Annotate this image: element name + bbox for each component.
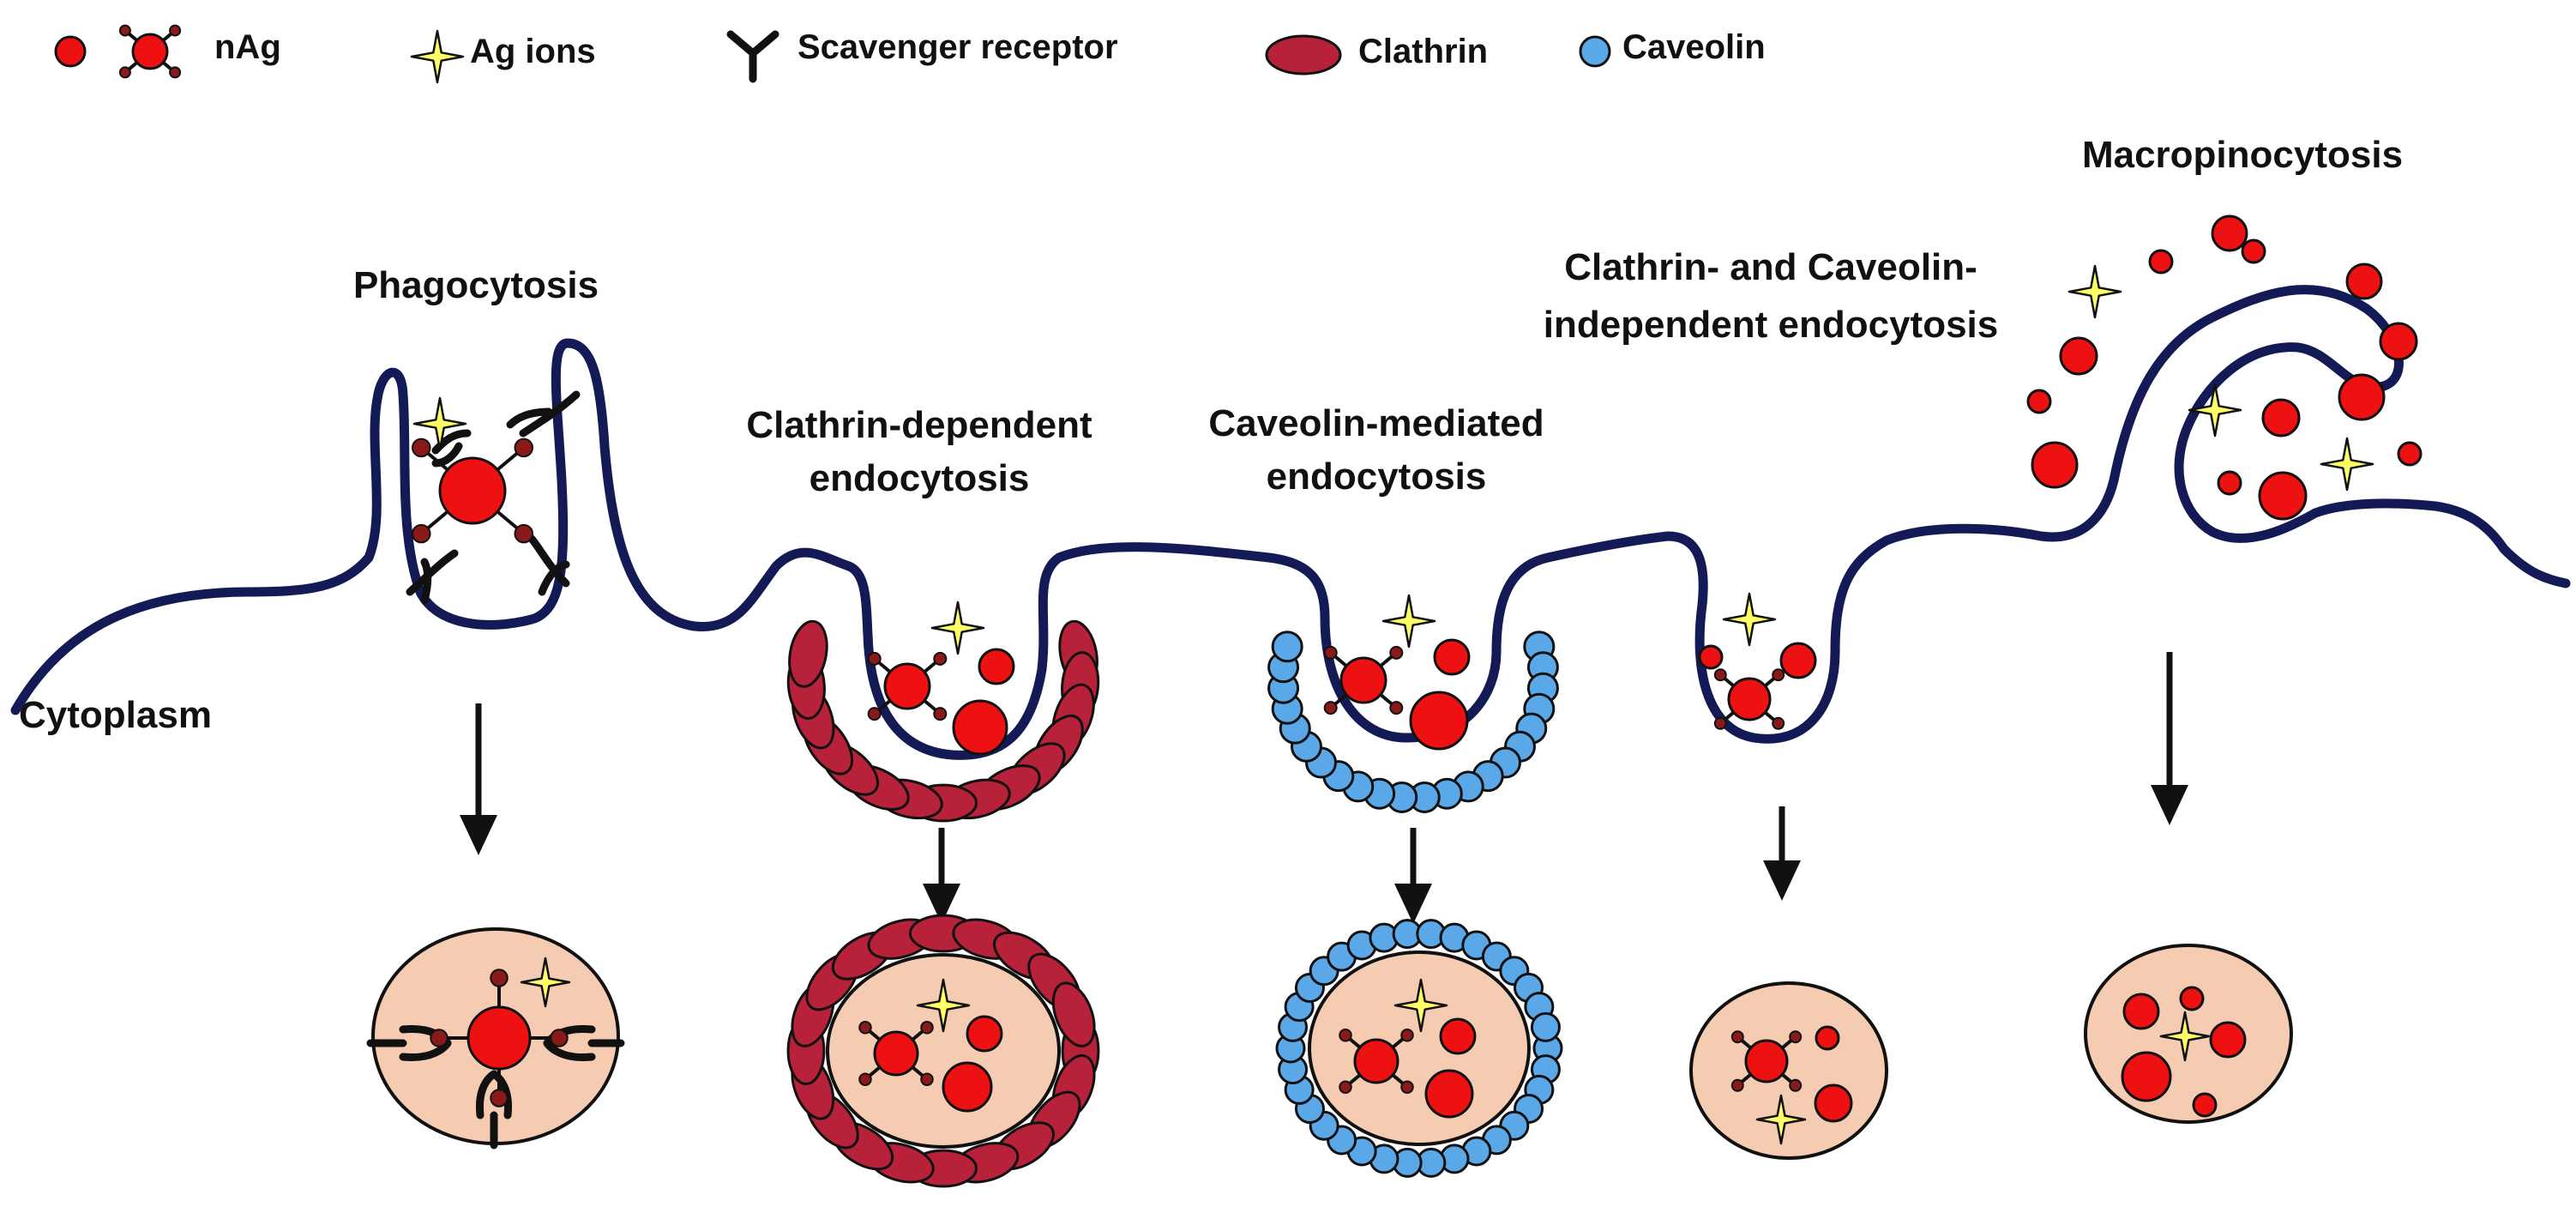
functionalized-nag-icon bbox=[1339, 1029, 1414, 1094]
macropinocytosis-uptake bbox=[2026, 214, 2423, 521]
down-arrow-icon bbox=[460, 703, 497, 855]
clathrin-coat bbox=[786, 619, 1100, 823]
phagocytosis-uptake bbox=[406, 390, 581, 605]
macropinosome-vesicle bbox=[2084, 944, 2293, 1124]
nag-icon bbox=[2031, 441, 2079, 489]
caveolin-coat bbox=[1275, 919, 1563, 1178]
clathrin-pit bbox=[786, 600, 1100, 823]
nag-icon bbox=[2209, 1021, 2247, 1059]
functionalized-nag-icon bbox=[867, 651, 948, 721]
legend-caveolin-icon bbox=[1579, 35, 1611, 68]
nag-icon bbox=[1439, 1017, 1477, 1055]
ag-ion-icon bbox=[520, 957, 571, 1008]
independent-pit bbox=[1698, 592, 1817, 730]
caveolin-mediated-label-line2: endocytosis bbox=[1267, 456, 1487, 498]
clathrin-coated-vesicle bbox=[786, 914, 1100, 1188]
pathway-labels: Cytoplasm Phagocytosis Clathrin-dependen… bbox=[19, 134, 2403, 736]
ag-ion-icon bbox=[1381, 594, 1436, 649]
nag-icon bbox=[952, 699, 1008, 756]
down-arrow-icon bbox=[923, 828, 960, 924]
receptor-lower-right bbox=[527, 534, 570, 596]
nag-icon bbox=[2122, 993, 2160, 1030]
cell-membrane bbox=[10, 285, 2571, 760]
nag-icon bbox=[1815, 1025, 1840, 1051]
nag-icon bbox=[2261, 398, 2301, 438]
macropinocytosis-label: Macropinocytosis bbox=[2082, 134, 2403, 176]
ag-ion-icon bbox=[916, 978, 971, 1033]
receptor-upper-right bbox=[506, 390, 581, 438]
functionalized-nag-icon bbox=[858, 1021, 934, 1086]
legend-functionalized-nag-icon bbox=[118, 24, 182, 79]
nag-icon bbox=[2258, 471, 2308, 521]
independent-label-line2: independent endocytosis bbox=[1544, 304, 1999, 346]
nag-icon bbox=[2338, 373, 2386, 421]
functionalized-nag-icon bbox=[1730, 1030, 1803, 1092]
nag-icon bbox=[942, 1061, 993, 1113]
down-arrow-icon bbox=[2151, 652, 2188, 825]
nag-icon bbox=[1424, 1069, 1474, 1119]
ag-ion-icon bbox=[1393, 978, 1448, 1033]
nag-icon bbox=[1698, 644, 1724, 670]
independent-label-line1: Clathrin- and Caveolin- bbox=[1564, 246, 1977, 288]
nag-icon bbox=[978, 648, 1015, 685]
legend: nAg Ag ions Scavenger receptor Clathrin … bbox=[54, 24, 1766, 84]
ag-ion-icon bbox=[412, 396, 467, 451]
nag-icon bbox=[2345, 263, 2383, 300]
nag-icon bbox=[2217, 470, 2242, 496]
ag-ion-icon bbox=[1722, 592, 1777, 647]
clathrin-coat bbox=[786, 914, 1100, 1188]
caveolin-coat bbox=[1267, 631, 1559, 813]
nag-icon bbox=[2192, 1092, 2218, 1118]
legend-nag-icon bbox=[54, 35, 87, 68]
nag-icon bbox=[2397, 441, 2423, 467]
functionalized-nag-icon bbox=[411, 438, 534, 544]
phagosome-vesicle bbox=[366, 927, 625, 1150]
legend-ag-ion-icon bbox=[410, 29, 465, 84]
nag-icon bbox=[2241, 238, 2266, 264]
functionalized-nag-icon bbox=[1713, 668, 1785, 730]
nag-icon bbox=[2179, 986, 2205, 1011]
functionalized-nag-icon bbox=[1323, 645, 1404, 715]
nag-icon bbox=[2026, 389, 2052, 414]
down-arrow-icon bbox=[1394, 828, 1432, 924]
nag-icon bbox=[2148, 249, 2174, 275]
clathrin-dependent-label-line2: endocytosis bbox=[810, 457, 1030, 499]
cytoplasm-label: Cytoplasm bbox=[19, 694, 212, 736]
legend-ag-ions-label: Ag ions bbox=[470, 33, 596, 70]
caveolin-pit bbox=[1267, 594, 1559, 813]
clathrin-dependent-label-line1: Clathrin-dependent bbox=[746, 404, 1092, 446]
legend-scavenger-receptor-label: Scavenger receptor bbox=[797, 28, 1118, 66]
caveolin-mediated-label-line1: Caveolin-mediated bbox=[1208, 402, 1544, 444]
ag-ion-icon bbox=[2320, 437, 2374, 492]
legend-scavenger-receptor-icon bbox=[726, 30, 779, 83]
caveolin-coated-vesicle bbox=[1275, 919, 1563, 1178]
ag-ion-icon bbox=[2159, 1011, 2211, 1062]
legend-nag-label: nAg bbox=[214, 28, 281, 66]
nag-icon bbox=[2379, 322, 2418, 361]
nag-icon bbox=[1814, 1083, 1853, 1123]
functionalized-nag-icon bbox=[430, 969, 569, 1107]
nag-icon bbox=[2121, 1051, 2172, 1102]
nag-icon bbox=[1409, 691, 1469, 751]
ag-ion-icon bbox=[1755, 1094, 1807, 1145]
phagocytosis-label: Phagocytosis bbox=[353, 264, 599, 306]
legend-caveolin-label: Caveolin bbox=[1622, 28, 1766, 66]
nag-icon bbox=[1433, 638, 1471, 676]
nag-icon bbox=[1779, 642, 1817, 679]
receptor-left bbox=[366, 1025, 452, 1061]
nag-icon bbox=[2059, 336, 2098, 376]
receptor-right bbox=[543, 1025, 625, 1061]
ag-ion-icon bbox=[2067, 264, 2122, 319]
legend-clathrin-label: Clathrin bbox=[1358, 33, 1488, 70]
ag-ion-icon bbox=[930, 600, 985, 655]
nag-icon bbox=[966, 1015, 1003, 1053]
arrows bbox=[460, 652, 2188, 924]
independent-vesicle bbox=[1689, 981, 1888, 1160]
legend-clathrin-icon bbox=[1265, 34, 1342, 75]
ag-ion-icon bbox=[2188, 383, 2242, 438]
receptor-lower-left bbox=[406, 549, 459, 605]
down-arrow-icon bbox=[1763, 806, 1801, 901]
nag-icon bbox=[2211, 214, 2248, 252]
